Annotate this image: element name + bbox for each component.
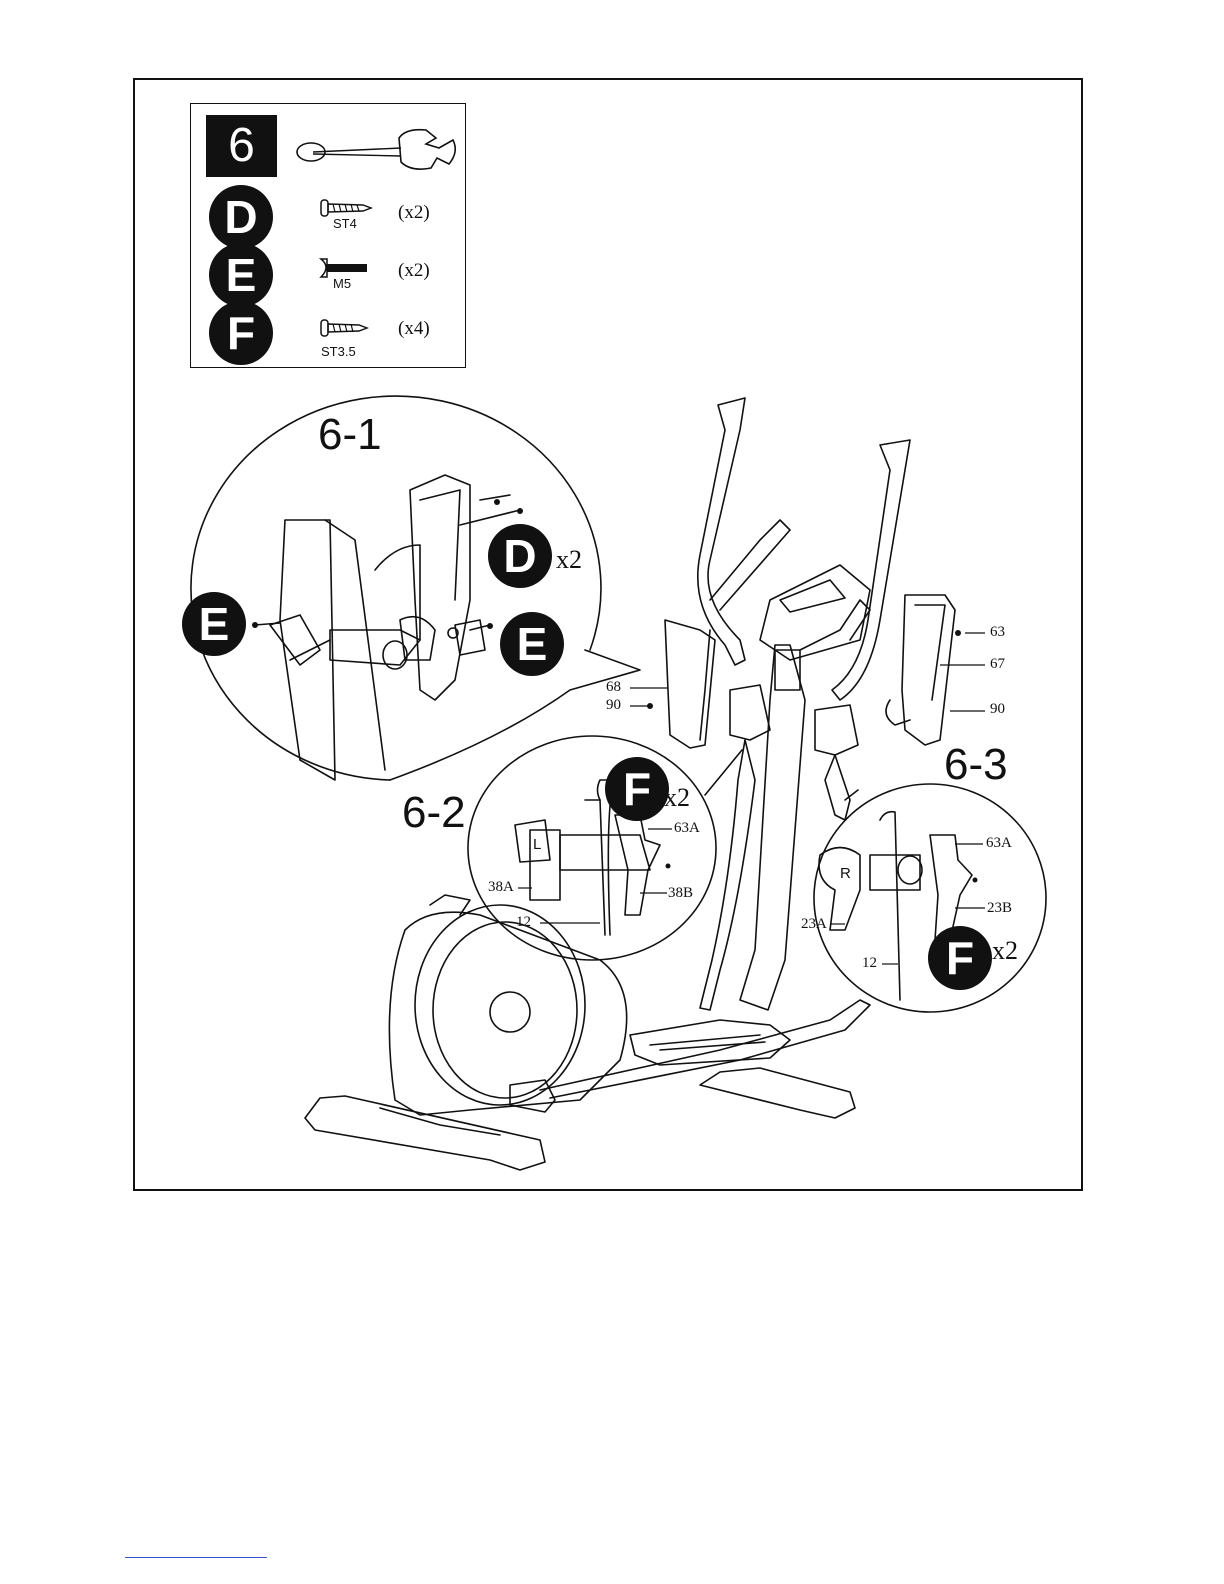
detail-6-3-mark: R	[840, 865, 851, 882]
part-label-63a-left: 63A	[674, 820, 700, 837]
part-label-38b: 38B	[668, 885, 693, 902]
part-label-23a: 23A	[801, 916, 827, 933]
part-label-23b: 23B	[987, 900, 1012, 917]
detail-6-2-circle	[468, 736, 716, 960]
right-handlebar	[832, 440, 910, 700]
detail-6-3-circle	[814, 784, 1046, 1012]
part-label-63a-right: 63A	[986, 835, 1012, 852]
detail-6-2-mark: L	[533, 836, 541, 853]
detail-6-1-circle	[191, 396, 601, 780]
detail-6-2-count: x2	[664, 783, 690, 813]
detail-6-1-label: 6-1	[318, 410, 382, 460]
left-handlebar	[698, 398, 745, 665]
part-label-12-left: 12	[516, 914, 531, 931]
detail-6-3-badge-f: F	[928, 926, 992, 990]
console-mast	[740, 645, 805, 1010]
cover-68	[665, 620, 715, 748]
part-label-68: 68	[606, 679, 621, 696]
rear-stabilizer	[700, 1068, 855, 1118]
detail-6-1-badge-e-right: E	[500, 612, 564, 676]
part-label-63: 63	[990, 624, 1005, 641]
part-label-12-right: 12	[862, 955, 877, 972]
part-label-38a: 38A	[488, 879, 514, 896]
pedal	[630, 1020, 790, 1065]
footer-rule	[125, 1557, 267, 1558]
detail-6-3-label: 6-3	[944, 740, 1008, 790]
detail-6-3-count: x2	[992, 936, 1018, 966]
detail-6-2-badge-f: F	[605, 757, 669, 821]
part-label-67: 67	[990, 656, 1005, 673]
flywheel-housing	[389, 912, 626, 1115]
detail-6-1-badge-d: D	[488, 524, 552, 588]
part-label-90-left: 90	[606, 697, 621, 714]
detail-6-1-badge-e-left: E	[182, 592, 246, 656]
cover-67	[902, 595, 955, 745]
part-label-90-right: 90	[990, 701, 1005, 718]
detail-6-2-label: 6-2	[402, 788, 466, 838]
detail-6-1-count: x2	[556, 545, 582, 575]
